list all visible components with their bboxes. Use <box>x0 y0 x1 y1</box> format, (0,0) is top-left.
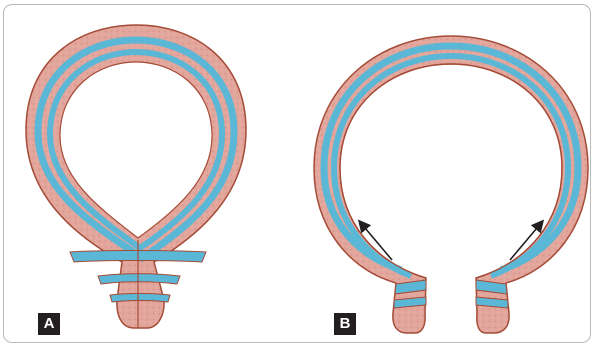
loop-b-tissue <box>314 36 588 333</box>
panel-b-label: B <box>334 313 356 335</box>
panel-b <box>300 0 590 340</box>
panel-a-label: A <box>38 313 60 335</box>
panel-a-diagram <box>14 0 276 340</box>
loop-b-lumen-edge <box>340 64 562 278</box>
panel-a <box>14 0 276 340</box>
panel-b-diagram <box>300 0 590 340</box>
